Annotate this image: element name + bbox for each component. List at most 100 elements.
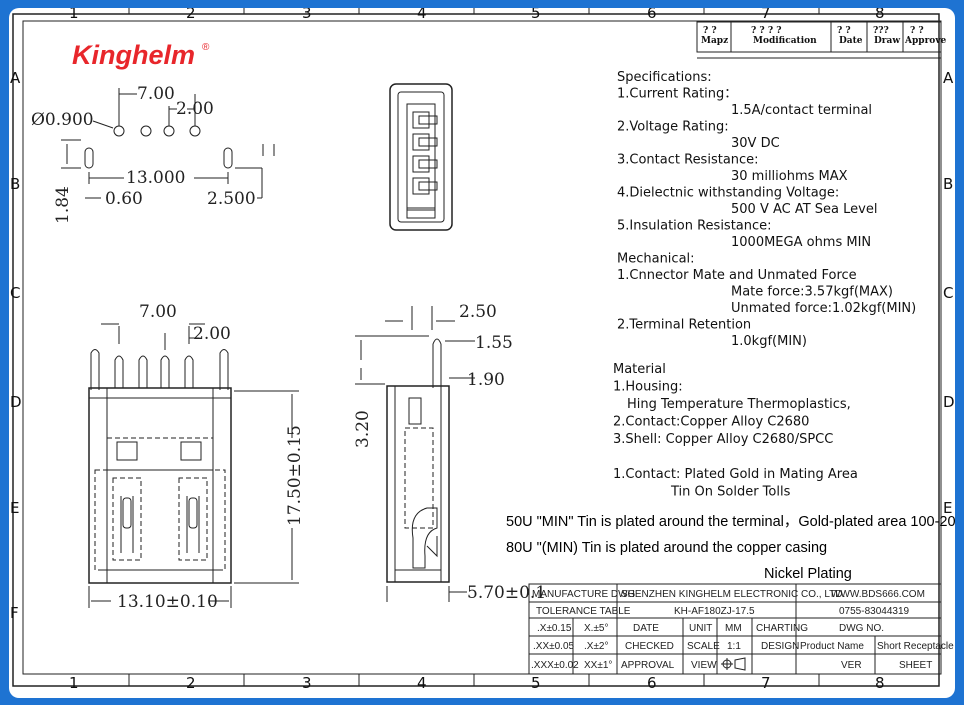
material-line: 3.Shell: Copper Alloy C2680/SPCC	[613, 432, 833, 447]
rev-col5-sub: Approve	[904, 36, 947, 46]
spec-line: 5.Insulation Resistance:	[617, 219, 772, 234]
top-view-contact-2	[418, 137, 438, 147]
tb-date-label: DATE	[633, 623, 659, 634]
spec-line: 2.Terminal Retention	[617, 318, 751, 333]
specifications-block: Specifications:1.Current Rating：1.5A/con…	[617, 70, 916, 349]
inner-border	[22, 20, 942, 675]
grid-col-3-top: 3	[302, 8, 312, 22]
dim-side-d: 3.20	[353, 410, 373, 448]
dim-span: 13.000	[126, 168, 185, 188]
footprint-hole-2	[140, 125, 152, 137]
tb-scale-value: 1:1	[727, 641, 741, 652]
grid-col-5-top: 5	[531, 8, 541, 22]
drawing-sheet: 1 2 3 4 5 6 7 8 1 2 3 4 5 6 7 8 A B C D …	[9, 8, 955, 698]
spec-line: 1.0kgf(MIN)	[731, 334, 807, 349]
rev-col4: ???	[873, 26, 889, 36]
tb-unit-value: MM	[725, 623, 742, 634]
tb-tol-xx: .XX±0.05	[533, 641, 575, 652]
drawing-border	[12, 13, 940, 687]
tb-scale-label: SCALE	[687, 641, 720, 652]
brand-logo: Kinghelm ®	[72, 40, 210, 70]
grid-column-ticks	[128, 8, 820, 686]
rev-col2-sub: Modification	[753, 36, 817, 46]
dim-pitch-outer: 7.00	[137, 84, 175, 104]
spec-line: 1000MEGA ohms MIN	[731, 235, 871, 250]
grid-col-3-bottom: 3	[302, 674, 312, 692]
dim-side-c: 1.90	[467, 370, 505, 390]
tb-unit-label: UNIT	[689, 623, 712, 634]
grid-col-4-top: 4	[417, 8, 427, 22]
tb-tolerance-table: TOLERANCE TABLE	[536, 606, 631, 617]
tb-tol-angle-x: X.±5°	[584, 623, 609, 634]
spec-line: Mechanical:	[617, 252, 695, 267]
grid-row-e-right: E	[943, 499, 952, 517]
tb-manufacture-dwg: MANUFACTURE DWG	[532, 589, 636, 600]
top-view-contact-3	[418, 159, 438, 169]
dim-side-a: 2.50	[459, 302, 497, 322]
grid-column-labels: 1 2 3 4 5 6 7 8 1 2 3 4 5 6 7 8	[69, 8, 885, 692]
grid-col-2-bottom: 2	[186, 674, 196, 692]
grid-row-d-right: D	[943, 393, 955, 411]
rev-col3: ? ?	[837, 26, 851, 36]
footprint-hole-3	[163, 125, 175, 137]
dim-depth: 5.70±0.1	[467, 583, 546, 603]
spec-line: Mate force:3.57kgf(MAX)	[731, 285, 893, 300]
top-view-contact-4	[418, 181, 438, 191]
grid-col-7-top: 7	[761, 8, 771, 22]
spec-line: 1.5A/contact terminal	[731, 103, 872, 118]
footprint-hole-1	[113, 125, 125, 137]
top-view-contact-1	[418, 115, 438, 125]
tb-website: WWW.BDS666.COM	[831, 589, 925, 600]
grid-col-4-bottom: 4	[417, 674, 427, 692]
brand-registered-mark: ®	[202, 42, 210, 53]
receptacle-front-view: 7.00 2.00 17.50±0.15 13.10±0.10	[88, 302, 305, 612]
grid-row-b-left: B	[10, 175, 20, 193]
material-line: Material	[613, 362, 666, 377]
rev-col1-sub: Mapz	[701, 36, 728, 46]
rev-col5: ? ?	[910, 26, 924, 36]
tb-tol-x: .X±0.15	[537, 623, 572, 634]
grid-col-6-top: 6	[647, 8, 657, 22]
spec-line: 2.Voltage Rating:	[617, 120, 729, 135]
dim-slot-height: 1.84	[53, 186, 73, 224]
tb-design-label: DESIGN	[761, 641, 799, 652]
dim-slot-offset: 2.500	[207, 189, 256, 209]
spec-line: 30 milliohms MAX	[731, 169, 848, 184]
brand-name: Kinghelm	[72, 40, 195, 70]
receptacle-side-view: 2.50 1.55 1.90 3.20 5.70±0.1	[353, 302, 546, 603]
material-line: 2.Contact:Copper Alloy C2680	[613, 415, 809, 430]
dim-height: 17.50±0.15	[285, 425, 305, 526]
grid-row-c-right: C	[943, 284, 953, 302]
footprint-slot-left	[84, 147, 94, 169]
tb-company: SHENZHEN KINGHELM ELECTRONIC CO., LTD.	[621, 589, 845, 600]
grid-row-labels: A B C D E F A B C D E	[10, 69, 955, 622]
dim-front-pitch-outer: 7.00	[139, 302, 177, 322]
grid-col-6-bottom: 6	[647, 674, 657, 692]
receptacle-top-view	[389, 83, 453, 231]
footprint-hole-4	[189, 125, 201, 137]
tb-view-label: VIEW	[691, 660, 717, 671]
tb-tol-xxx: .XXX±0.02	[531, 660, 579, 671]
footprint-slot-right	[223, 147, 233, 169]
pcb-footprint-view: Ø0.900 7.00 2.00 13.000 0.60 2.500 1.84	[31, 84, 275, 224]
plating-note-2: 80U "(MIN) Tin is plated around the copp…	[506, 540, 827, 556]
dim-pitch-inner: 2.00	[176, 99, 214, 119]
dim-hole-diameter: Ø0.900	[31, 110, 94, 130]
grid-row-a-right: A	[943, 69, 954, 87]
plating-note-3: Nickel Plating	[764, 566, 852, 582]
rev-col1: ? ?	[703, 26, 717, 36]
rev-col4-sub: Draw	[874, 36, 900, 46]
title-block: MANUFACTURE DWG SHENZHEN KINGHELM ELECTR…	[528, 583, 954, 675]
grid-row-b-right: B	[943, 175, 953, 193]
rev-col3-sub: Date	[839, 36, 863, 46]
tb-tol-angle-xxx: XX±1°	[584, 660, 612, 671]
spec-line: 1.Current Rating：	[617, 87, 737, 102]
tb-part-number: KH-AF180ZJ-17.5	[674, 606, 755, 617]
material-line: 1.Contact: Plated Gold in Mating Area	[613, 467, 858, 482]
tb-sheet-label: SHEET	[899, 660, 932, 671]
spec-line: 3.Contact Resistance:	[617, 153, 759, 168]
material-line: Hing Temperature Thermoplastics,	[627, 397, 851, 412]
grid-col-8-top: 8	[875, 8, 885, 22]
dim-slot-width: 0.60	[105, 189, 143, 209]
